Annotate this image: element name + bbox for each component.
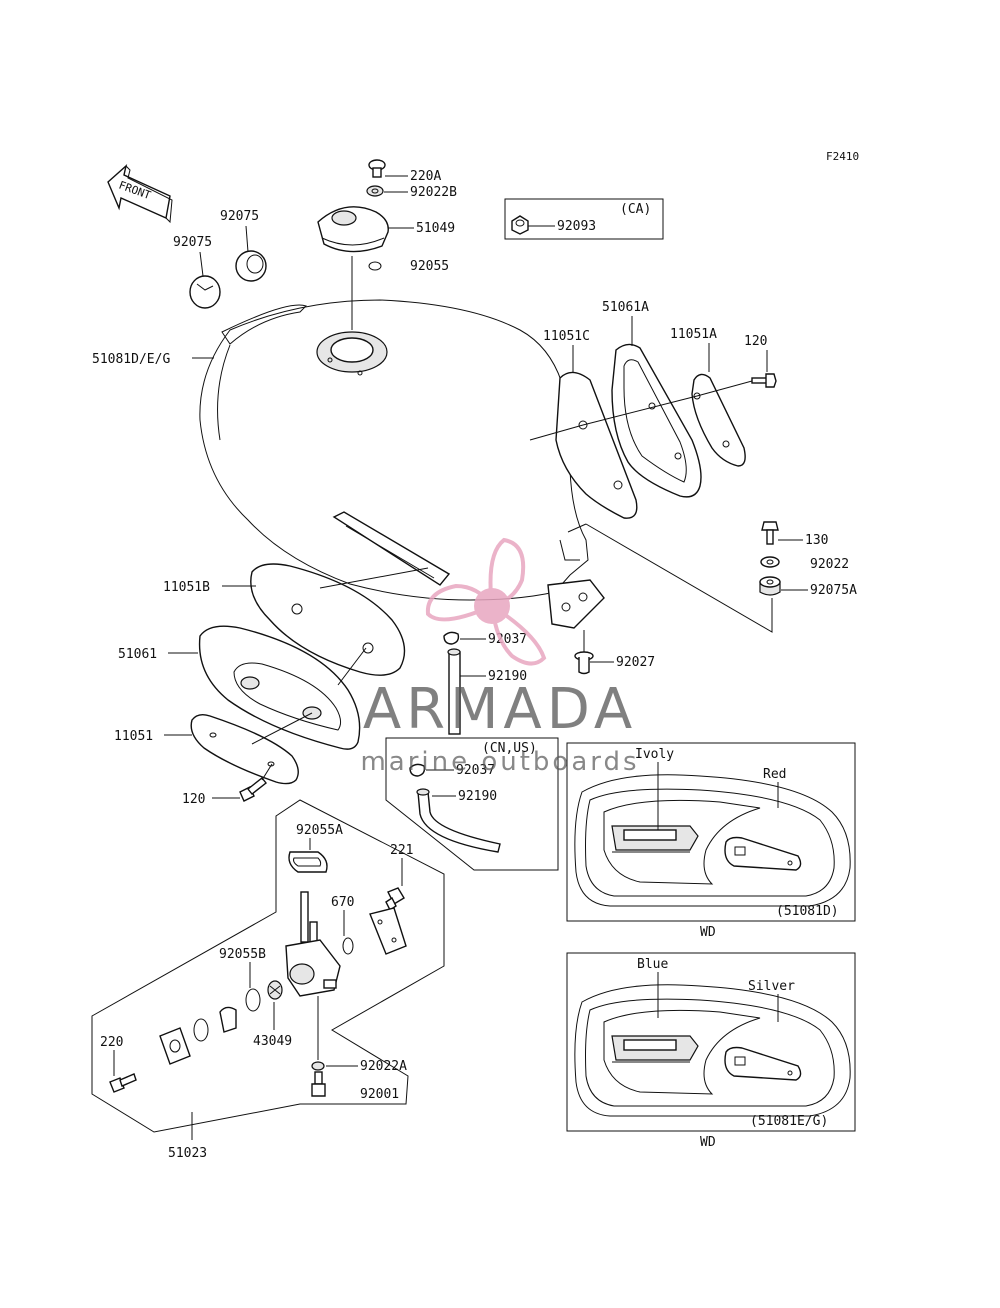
cnus-variant-box	[385, 737, 559, 871]
inset-top-part: (51081D)	[776, 904, 839, 919]
gasket-icon	[288, 851, 328, 873]
callout-130: 130	[805, 533, 828, 548]
ca-box-label: (CA)	[620, 202, 651, 217]
inset-top-color1: Ivoly	[635, 747, 674, 762]
hose-clamp-icon	[443, 631, 460, 645]
emblem-pad-11051-icon	[190, 713, 299, 785]
callout-11051A: 11051A	[670, 327, 717, 342]
o-ring-icon	[368, 261, 382, 271]
tank-cap-icon	[317, 206, 389, 253]
callout-220: 220	[100, 1035, 123, 1050]
inset-51081D: Ivoly Red (51081D)	[566, 742, 856, 922]
o-ring-icon	[342, 937, 354, 955]
watermark-logo-icon	[425, 537, 547, 666]
hose-clamp-icon	[409, 763, 426, 777]
inset-bottom-part: (51081E/G)	[750, 1114, 828, 1129]
screw-icon	[385, 887, 405, 912]
callout-11051B: 11051B	[163, 580, 210, 595]
valve-seal-icon	[219, 1006, 237, 1033]
o-ring-icon	[193, 1018, 209, 1042]
vent-hose-icon	[416, 788, 501, 853]
emblem-51061A-icon	[611, 343, 702, 498]
callout-92055: 92055	[410, 259, 449, 274]
callout-221: 221	[390, 843, 413, 858]
washer-icon	[366, 185, 384, 197]
emblem-pad-11051A-icon	[691, 373, 746, 467]
emblem-pad-11051B-icon	[250, 563, 406, 676]
callout-51023: 51023	[168, 1146, 207, 1161]
bolt-icon	[239, 777, 267, 802]
callout-11051C: 11051C	[543, 329, 590, 344]
nut-icon	[511, 215, 529, 235]
callout-120-bottom: 120	[182, 792, 205, 807]
filter-screen-icon	[267, 980, 283, 1000]
ca-variant-box	[504, 198, 664, 240]
callout-92022B: 92022B	[410, 185, 457, 200]
watermark-tagline: marine outboards	[360, 747, 639, 777]
callout-92075A: 92075A	[810, 583, 857, 598]
callout-92190: 92190	[488, 669, 527, 684]
callout-92055A: 92055A	[296, 823, 343, 838]
fuel-cock-icon	[285, 891, 341, 997]
fuel-tank-icon	[199, 299, 605, 629]
callout-92022: 92022	[810, 557, 849, 572]
callout-92037: 92037	[488, 632, 527, 647]
cnus-box-label: (CN,US)	[482, 741, 537, 756]
collar-icon	[574, 651, 594, 675]
inset-bottom-color2: Silver	[748, 979, 795, 994]
callout-92037-b: 92037	[456, 763, 495, 778]
inset-bottom-color1: Blue	[637, 957, 668, 972]
bolt-icon	[109, 1073, 137, 1093]
figure-code: F2410	[826, 150, 859, 163]
callout-11051: 11051	[114, 729, 153, 744]
emblem-pad-11051C-icon	[555, 371, 638, 519]
mount-plate-icon	[159, 1027, 191, 1065]
rubber-damper-icon	[189, 275, 221, 309]
callout-51081DEG: 51081D/E/G	[92, 352, 170, 367]
watermark-brand: ARMADA	[363, 677, 637, 742]
inset-top-caption: WD	[700, 925, 716, 940]
callout-92075-top: 92075	[220, 209, 259, 224]
rubber-damper-icon	[235, 250, 267, 282]
callout-670: 670	[331, 895, 354, 910]
callout-92022A: 92022A	[360, 1059, 407, 1074]
callout-51049: 51049	[416, 221, 455, 236]
emblem-51061-icon	[198, 625, 361, 750]
callout-120-top: 120	[744, 334, 767, 349]
rubber-grommet-icon	[759, 576, 781, 596]
callout-92001: 92001	[360, 1087, 399, 1102]
o-ring-icon	[245, 988, 261, 1012]
bolt-icon	[761, 521, 779, 545]
bolt-icon	[751, 373, 777, 388]
fuel-cock-assembly-frame	[91, 799, 445, 1133]
screw-icon	[368, 159, 386, 178]
vent-hose-icon	[447, 648, 461, 735]
callout-43049: 43049	[253, 1034, 292, 1049]
washer-icon	[311, 1061, 325, 1071]
inset-bottom-caption: WD	[700, 1135, 716, 1150]
callout-220A: 220A	[410, 169, 441, 184]
inset-51081EG: Blue Silver (51081E/G)	[566, 952, 856, 1132]
callout-92093: 92093	[557, 219, 596, 234]
washer-icon	[760, 556, 780, 568]
inset-top-color2: Red	[763, 767, 786, 782]
callout-92190-b: 92190	[458, 789, 497, 804]
callout-51061A: 51061A	[602, 300, 649, 315]
drain-bolt-icon	[311, 1071, 326, 1097]
callout-92055B: 92055B	[219, 947, 266, 962]
front-arrow-icon: FRONT	[107, 164, 173, 224]
callout-51061: 51061	[118, 647, 157, 662]
callout-92075-left: 92075	[173, 235, 212, 250]
callout-92027: 92027	[616, 655, 655, 670]
cover-plate-icon	[369, 907, 407, 955]
